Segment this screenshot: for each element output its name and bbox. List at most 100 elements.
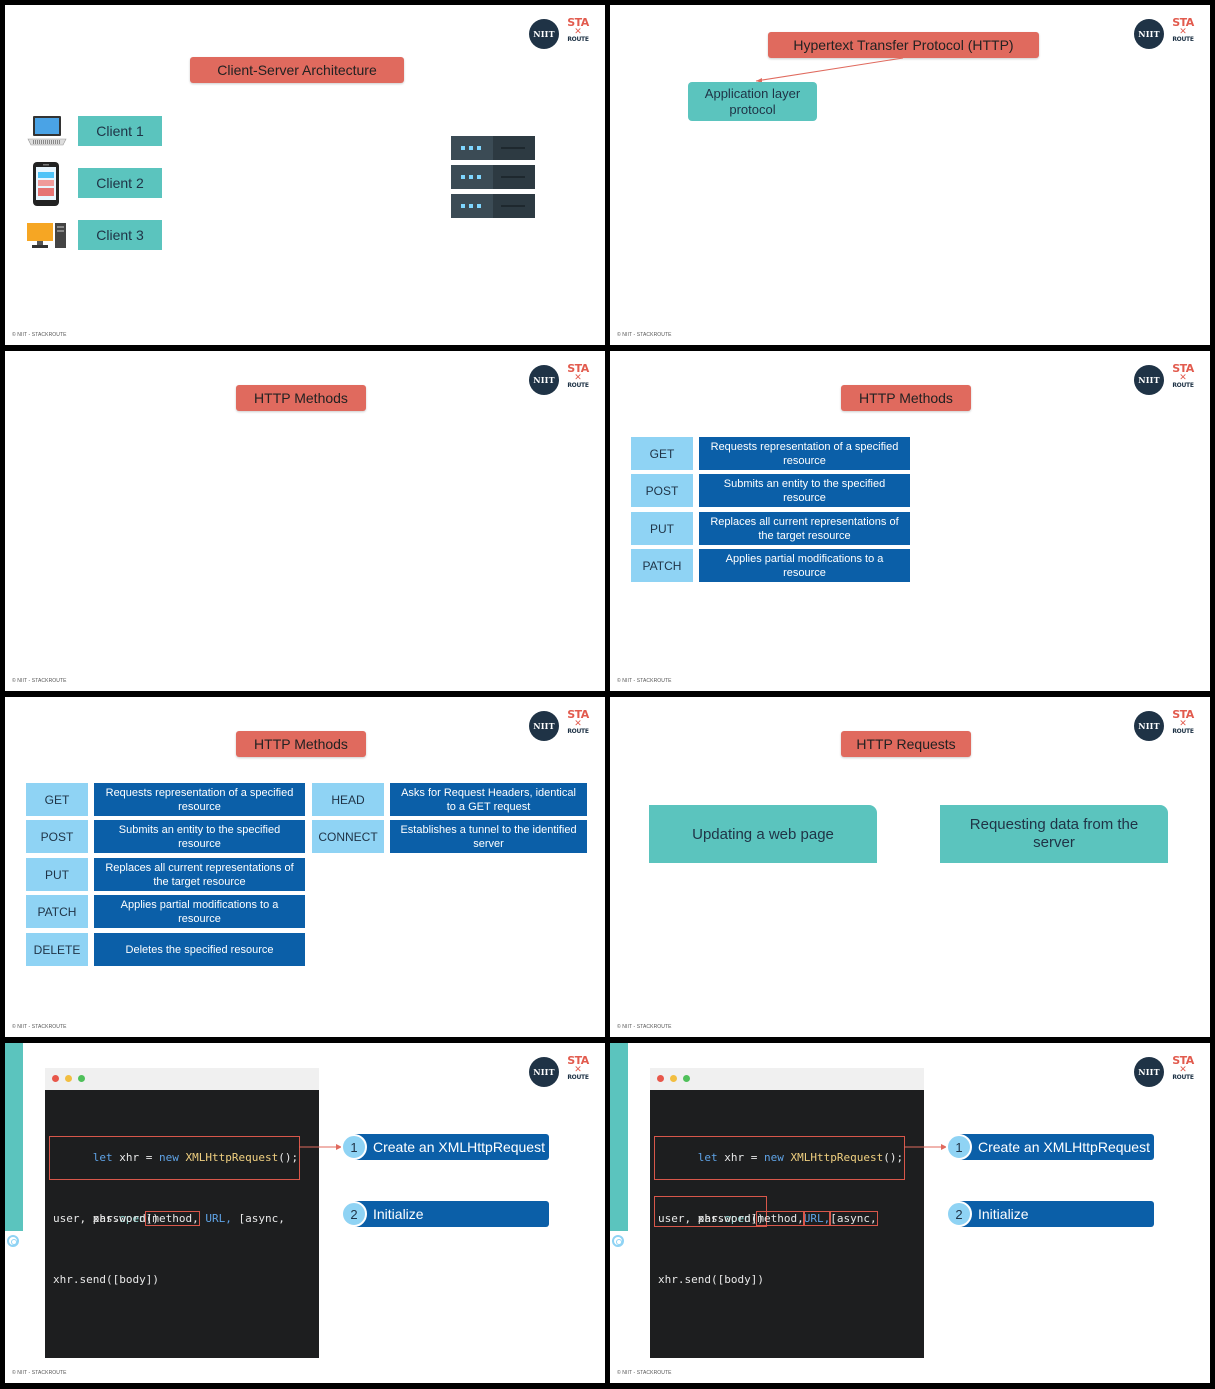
code-editor: let xhr = new XMLHttpRequest(); xhr.open… [650, 1068, 924, 1358]
code-line-create: let xhr = new XMLHttpRequest(); [654, 1136, 905, 1180]
step-2-initialize: Initialize [958, 1201, 1154, 1227]
side-accent-bar [5, 1043, 23, 1231]
footer-copyright: © NIIT - STACKROUTE [12, 678, 67, 684]
slide-title: HTTP Methods [236, 731, 366, 757]
step-2-number: 2 [341, 1201, 367, 1227]
laptop-icon [27, 115, 67, 151]
stackroute-logo: STA ✕ ROUTE [1172, 16, 1194, 43]
code-line-open: xhr.open(method,URL,[async, [697, 1211, 878, 1226]
method-put: PUT [631, 512, 693, 545]
stackroute-logo: STA ✕ ROUTE [1172, 1054, 1194, 1081]
maximize-dot-icon [78, 1075, 85, 1082]
method-put-desc: Replaces all current representations of … [94, 858, 305, 891]
footer-copyright: © NIIT - STACKROUTE [617, 1370, 672, 1376]
slide-http-methods-4: NIIT STA ✕ ROUTE HTTP Methods GET Reques… [610, 351, 1210, 691]
slide-http-requests: NIIT STA ✕ ROUTE HTTP Requests Updating … [610, 697, 1210, 1037]
method-head: HEAD [312, 783, 384, 816]
brand-logo: NIIT STA ✕ ROUTE [529, 361, 591, 399]
footer-copyright: © NIIT - STACKROUTE [617, 332, 672, 338]
code-line-send: xhr.send([body]) [53, 1273, 159, 1286]
slide-http-methods-full: NIIT STA ✕ ROUTE HTTP Methods GET Reques… [5, 697, 605, 1037]
code-line-send: xhr.send([body]) [658, 1273, 764, 1286]
method-patch: PATCH [26, 895, 88, 928]
application-layer-box: Application layer protocol [688, 82, 817, 121]
close-dot-icon [52, 1075, 59, 1082]
footer-copyright: © NIIT - STACKROUTE [617, 678, 672, 684]
code-line-open-2: user, password]) [53, 1212, 159, 1225]
niit-logo: NIIT [529, 711, 559, 741]
method-post-desc: Submits an entity to the specified resou… [94, 820, 305, 853]
brand-logo: NIIT STA ✕ ROUTE [529, 707, 591, 745]
method-put: PUT [26, 858, 88, 891]
desktop-computer-icon [27, 221, 67, 251]
stackroute-logo: STA ✕ ROUTE [1172, 362, 1194, 389]
method-head-desc: Asks for Request Headers, identical to a… [390, 783, 587, 816]
client-2-label: Client 2 [78, 168, 162, 198]
server-icon [451, 136, 535, 218]
brand-logo: NIIT STA ✕ ROUTE [1134, 707, 1196, 745]
close-dot-icon [657, 1075, 664, 1082]
slide-http: NIIT STA ✕ ROUTE Hypertext Transfer Prot… [610, 5, 1210, 345]
method-get-desc: Requests representation of a specified r… [94, 783, 305, 816]
method-delete-desc: Deletes the specified resource [94, 933, 305, 966]
method-patch-desc: Applies partial modifications to a resou… [94, 895, 305, 928]
step-arrow [299, 1144, 342, 1150]
target-icon [7, 1235, 19, 1247]
method-connect: CONNECT [312, 820, 384, 853]
method-post: POST [631, 474, 693, 507]
footer-copyright: © NIIT - STACKROUTE [12, 1024, 67, 1030]
method-put-desc: Replaces all current representations of … [699, 512, 910, 545]
brand-logo: NIIT STA ✕ ROUTE [529, 15, 591, 53]
step-1-create: Create an XMLHttpRequest [353, 1134, 549, 1160]
slide-title: HTTP Methods [236, 385, 366, 411]
stackroute-logo: STA ✕ ROUTE [567, 1054, 589, 1081]
method-patch-desc: Applies partial modifications to a resou… [699, 549, 910, 582]
minimize-dot-icon [65, 1075, 72, 1082]
method-get: GET [26, 783, 88, 816]
step-2-initialize: Initialize [353, 1201, 549, 1227]
slide-client-server: NIIT STA ✕ ROUTE Client-Server Architect… [5, 5, 605, 345]
stackroute-logo: STA ✕ ROUTE [567, 708, 589, 735]
footer-copyright: © NIIT - STACKROUTE [12, 1370, 67, 1376]
smartphone-icon [32, 162, 60, 206]
method-get: GET [631, 437, 693, 470]
step-2-number: 2 [946, 1201, 972, 1227]
brand-logo: NIIT STA ✕ ROUTE [1134, 361, 1196, 399]
request-use-case-data: Requesting data from the server [940, 805, 1168, 863]
slide-title: Hypertext Transfer Protocol (HTTP) [768, 32, 1039, 58]
method-post: POST [26, 820, 88, 853]
slide-title: HTTP Requests [841, 731, 971, 757]
method-patch: PATCH [631, 549, 693, 582]
niit-logo: NIIT [1134, 19, 1164, 49]
method-post-desc: Submits an entity to the specified resou… [699, 474, 910, 507]
slide-xhr-step1: NIIT STA ✕ ROUTE let xhr = new XMLHttpRe… [5, 1043, 605, 1383]
niit-logo: NIIT [1134, 711, 1164, 741]
brand-logo: NIIT STA ✕ ROUTE [529, 1053, 591, 1091]
connector-arrow [755, 57, 904, 83]
method-get-desc: Requests representation of a specified r… [699, 437, 910, 470]
client-3-label: Client 3 [78, 220, 162, 250]
brand-logo: NIIT STA ✕ ROUTE [1134, 15, 1196, 53]
niit-logo: NIIT [1134, 365, 1164, 395]
niit-logo: NIIT [529, 365, 559, 395]
step-1-number: 1 [946, 1134, 972, 1160]
footer-copyright: © NIIT - STACKROUTE [617, 1024, 672, 1030]
editor-titlebar [45, 1068, 319, 1090]
slide-title: HTTP Methods [841, 385, 971, 411]
client-1-label: Client 1 [78, 116, 162, 146]
step-1-number: 1 [341, 1134, 367, 1160]
minimize-dot-icon [670, 1075, 677, 1082]
slide-http-methods-intro: NIIT STA ✕ ROUTE HTTP Methods © NIIT - S… [5, 351, 605, 691]
niit-logo: NIIT [529, 1057, 559, 1087]
niit-logo: NIIT [1134, 1057, 1164, 1087]
slide-title: Client-Server Architecture [190, 57, 404, 83]
footer-copyright: © NIIT - STACKROUTE [12, 332, 67, 338]
stackroute-logo: STA ✕ ROUTE [1172, 708, 1194, 735]
maximize-dot-icon [683, 1075, 690, 1082]
niit-logo: NIIT [529, 19, 559, 49]
method-connect-desc: Establishes a tunnel to the identified s… [390, 820, 587, 853]
stackroute-logo: STA ✕ ROUTE [567, 362, 589, 389]
slide-xhr-step2: NIIT STA ✕ ROUTE let xhr = new XMLHttpRe… [610, 1043, 1210, 1383]
step-arrow [904, 1144, 947, 1150]
stackroute-logo: STA ✕ ROUTE [567, 16, 589, 43]
